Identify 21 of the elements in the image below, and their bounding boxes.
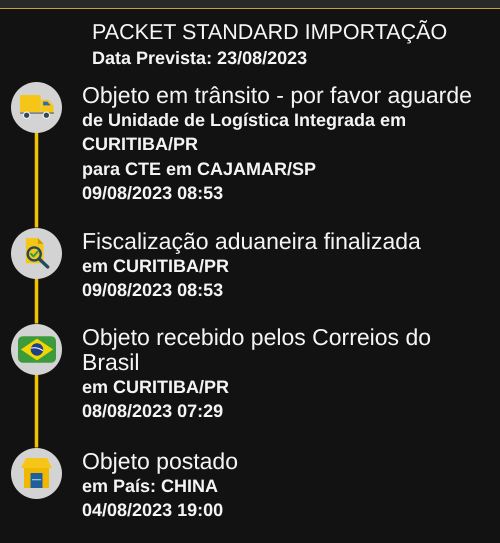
location-text: em País: CHINA — [82, 474, 220, 498]
timeline-line — [34, 278, 38, 324]
status-text: Fiscalização aduaneira finalizada — [82, 228, 422, 254]
event-marker — [11, 228, 62, 278]
status-text: Objeto recebido pelos Correios do Brasil — [82, 324, 432, 374]
event-marker — [11, 448, 62, 498]
shipment-title: PACKET STANDARD IMPORTAÇÃO — [92, 20, 448, 44]
status-text: Objeto postado — [82, 448, 240, 474]
event-marker — [11, 82, 62, 132]
timeline-line — [34, 374, 38, 448]
status-text: Objeto em trânsito - por favor aguarde — [82, 82, 473, 108]
location-text: em CURITIBA/PR — [82, 376, 230, 398]
date-time-text: 09/08/2023 08:53 — [82, 279, 224, 302]
date-time-text: 09/08/2023 08:53 — [82, 182, 224, 205]
event-marker — [11, 324, 62, 374]
location-text: em CURITIBA/PR — [82, 254, 230, 278]
location-text: para CTE em CAJAMAR/SP — [82, 158, 318, 181]
estimated-date: Data Prevista: 23/08/2023 — [92, 47, 308, 69]
date-time-text: 04/08/2023 19:00 — [82, 499, 224, 522]
date-time-text: 08/08/2023 07:29 — [82, 400, 224, 423]
timeline-line — [34, 132, 38, 228]
